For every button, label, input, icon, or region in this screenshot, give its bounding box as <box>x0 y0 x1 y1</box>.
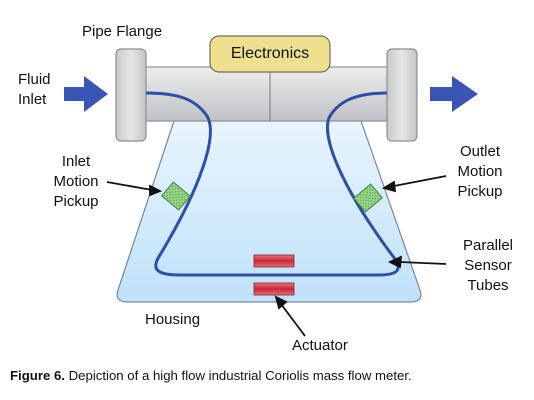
figure-caption-label: Figure 6. <box>10 368 65 383</box>
sensor-tube <box>145 91 400 277</box>
tubes-line-3: Tubes <box>467 277 509 294</box>
fluid-inlet-line-2: Inlet <box>18 91 47 108</box>
inlet-flow-arrow <box>64 76 108 112</box>
pipe-flange-label: Pipe Flange <box>82 23 163 40</box>
outlet-pickup-line-1: Outlet <box>459 143 501 160</box>
inlet-pickup-line-1: Inlet <box>61 153 91 170</box>
outlet-motion-pickup <box>353 183 383 213</box>
housing-label: Housing <box>145 311 201 328</box>
figure-caption: Figure 6. Depiction of a high flow indus… <box>10 368 530 383</box>
outlet-pickup-line-2: Motion <box>457 163 503 180</box>
parallel-sensor-tubes-label: Parallel Sensor Tubes <box>448 236 528 296</box>
inlet-pickup-line-2: Motion <box>53 173 99 190</box>
electronics-box <box>209 35 331 73</box>
outlet-motion-pickup-label: Outlet Motion Pickup <box>440 142 520 202</box>
inlet-pickup-leader <box>106 181 153 191</box>
figure-caption-text: Depiction of a high flow industrial Cori… <box>68 368 412 383</box>
outlet-flow-arrow <box>430 76 478 112</box>
tubes-leader-head <box>387 255 403 269</box>
pipe-body <box>129 66 403 122</box>
fluid-inlet-line-1: Fluid <box>18 71 51 88</box>
electronics-label: Electronics <box>230 45 310 62</box>
actuator-bottom <box>253 282 295 296</box>
inlet-pickup-line-3: Pickup <box>53 193 99 210</box>
actuator-leader-head <box>274 295 288 310</box>
outlet-pickup-line-3: Pickup <box>457 183 503 200</box>
outlet-pickup-leader-head <box>381 180 397 193</box>
outlet-flange <box>386 48 418 142</box>
actuator-leader <box>280 303 306 337</box>
housing-body <box>116 117 422 303</box>
inlet-motion-pickup-label: Inlet Motion Pickup <box>36 152 116 212</box>
inlet-pickup-leader-head <box>149 184 163 197</box>
fluid-inlet-label: Fluid Inlet <box>18 70 51 110</box>
outlet-pickup-leader <box>393 175 447 187</box>
inlet-flange <box>115 48 147 142</box>
tubes-line-1: Parallel <box>462 237 514 254</box>
inlet-motion-pickup <box>161 181 191 211</box>
tubes-leader <box>399 261 447 265</box>
actuator-top <box>253 254 295 268</box>
actuator-label: Actuator <box>292 337 348 354</box>
tubes-line-2: Sensor <box>464 257 512 274</box>
